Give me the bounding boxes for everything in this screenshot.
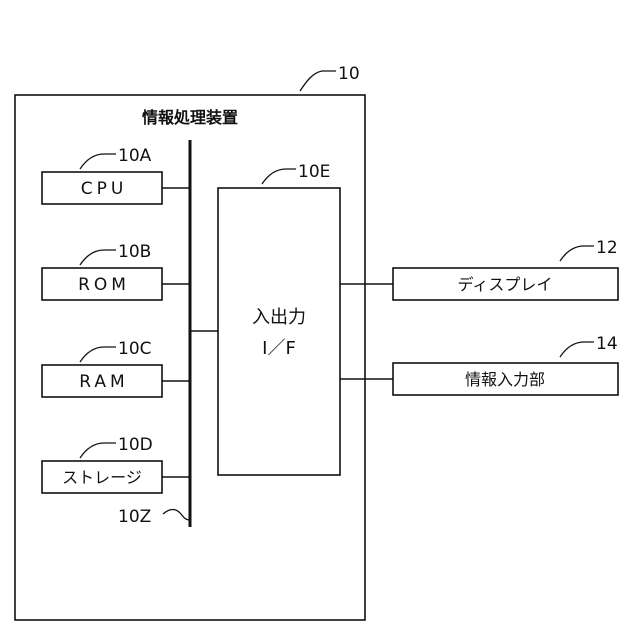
- display-label: ディスプレイ: [458, 275, 553, 294]
- ram-label: RAM: [79, 372, 128, 392]
- cpu-ref-label: 10A: [118, 146, 152, 166]
- device-title: 情報処理装置: [142, 108, 238, 127]
- ram-ref-label: 10C: [118, 339, 152, 359]
- device-ref-label: 10: [338, 64, 360, 84]
- input-unit-label: 情報入力部: [465, 370, 545, 389]
- display-ref-label: 12: [596, 238, 618, 258]
- rom-ref-label: 10B: [118, 242, 151, 262]
- input-unit-ref-leader: [560, 342, 594, 357]
- storage-ref-label: 10D: [118, 435, 153, 455]
- rom-label: ROM: [78, 275, 130, 295]
- io-interface-label-line2: I／F: [262, 338, 296, 359]
- device-ref-leader: [300, 71, 336, 91]
- io-interface-label-line1: 入出力: [252, 307, 306, 328]
- storage-label: ストレージ: [62, 468, 142, 487]
- input-unit-ref-label: 14: [596, 334, 618, 354]
- io-ref-label: 10E: [298, 162, 330, 182]
- display-ref-leader: [560, 246, 594, 261]
- bus-ref-label: 10Z: [118, 507, 151, 527]
- io-interface-box: [218, 188, 340, 475]
- cpu-label: CPU: [81, 179, 128, 199]
